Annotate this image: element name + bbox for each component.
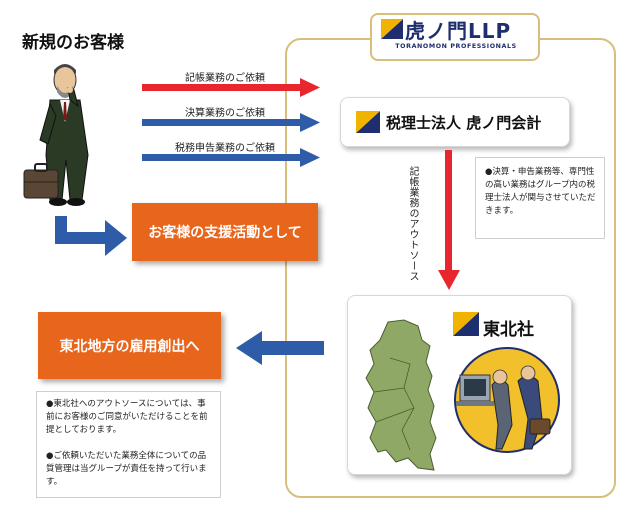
- request-tax-return-label: 税務申告業務のご依頼: [175, 143, 275, 154]
- logo-sub-text: TORANOMON PROFESSIONALS: [395, 43, 517, 50]
- request-tax-return-arrow: [142, 148, 320, 167]
- page-title: 新規のお客様: [22, 33, 124, 53]
- tohoku-logo-icon: [453, 312, 479, 336]
- outsourcing-arrow: [438, 150, 460, 290]
- tohoku-map-icon: [365, 319, 437, 471]
- office-workers-icon: [454, 347, 560, 453]
- request-bookkeeping-arrow: [142, 78, 320, 97]
- request-settlement-arrow: [142, 113, 320, 132]
- outsourcing-label: 記帳業務のアウトソース: [407, 166, 418, 282]
- tax-note: ●決算・申告業務等、専門性の高い業務はグループ内の税理士法人が関与させていただき…: [475, 157, 605, 239]
- businessman-icon: [23, 64, 89, 206]
- logo-mark-icon: [381, 19, 403, 39]
- request-settlement-label: 決算業務のご依頼: [185, 108, 265, 119]
- note-quality: ●ご依頼いただいた業務全体についての品質管理は当グループが責任を持って行います。: [46, 451, 207, 487]
- tohoku-name: 東北社: [483, 320, 534, 340]
- employment-arrow: [236, 331, 324, 365]
- tax-firm-logo-icon: [356, 111, 380, 133]
- logo-main-text: 虎ノ門LLP: [405, 19, 512, 43]
- tax-firm-name: 税理士法人 虎ノ門会計: [386, 114, 542, 132]
- support-arrow: [55, 216, 127, 256]
- note-outsourcing: ●東北社へのアウトソースについては、事前にお客様のご同意がいただけることを前提と…: [46, 399, 208, 435]
- notes-box: ●東北社へのアウトソースについては、事前にお客様のご同意がいただけることを前提と…: [36, 391, 221, 498]
- support-box: お客様の支援活動として: [132, 203, 318, 261]
- request-bookkeeping-label: 記帳業務のご依頼: [185, 73, 265, 84]
- employment-box: 東北地方の雇用創出へ: [38, 312, 221, 379]
